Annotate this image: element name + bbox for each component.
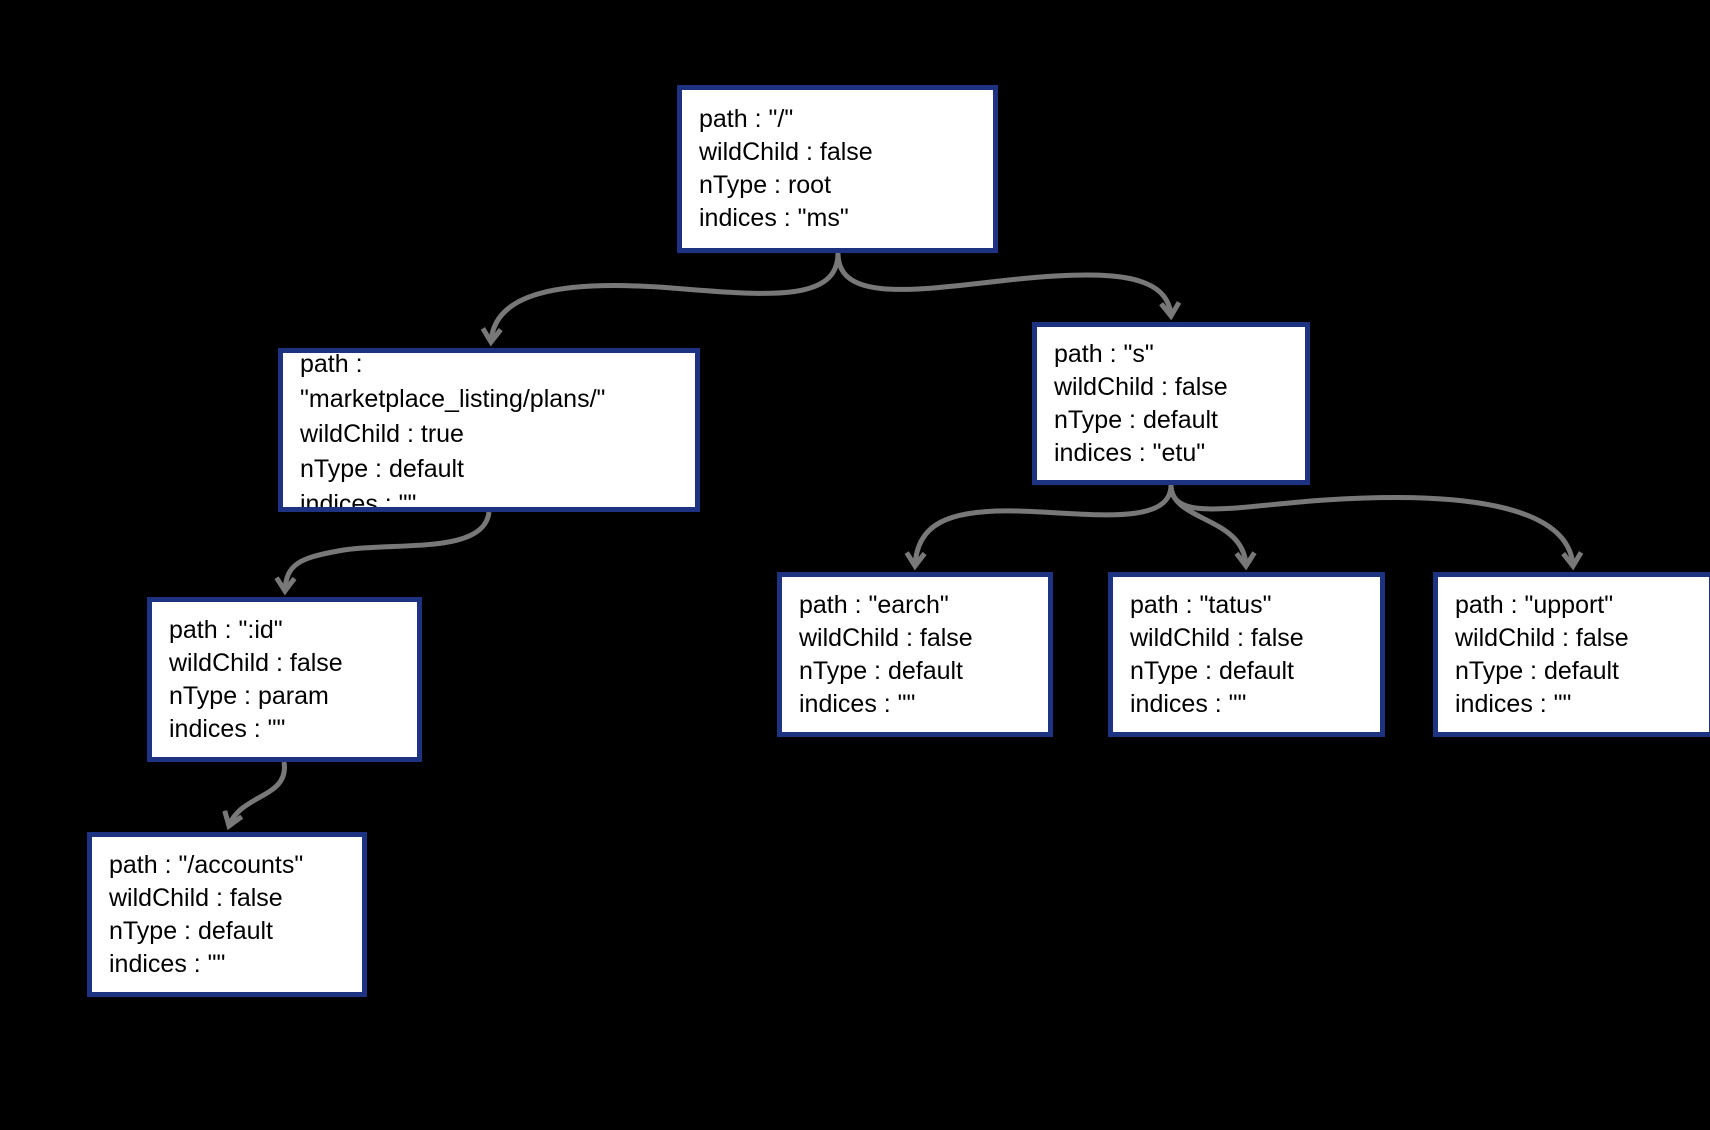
edge-s-to-upport [1168, 484, 1584, 571]
edge-root-to-s [835, 252, 1182, 321]
node-text-line: wildChild : false [1130, 623, 1304, 652]
node-label: path : "/accounts" wildChild : false nType… [109, 849, 362, 981]
node-text-line: path : "upport" [1455, 590, 1614, 619]
node-text-line: nType : default [1130, 656, 1295, 685]
edge-marketplace-to-id [274, 511, 492, 596]
node-label: path : "earch" wildChild : false nType : d… [799, 589, 1048, 721]
tree-node-upport: path : "upport" wildChild : false nType : … [1433, 572, 1710, 737]
node-label: path : "marketplace_listing/plans/" wildCh… [300, 349, 695, 512]
node-text-line: indices : "" [300, 489, 417, 512]
node-text-line: wildChild : false [109, 883, 283, 912]
node-text-line: wildChild : false [1054, 372, 1228, 401]
node-text-line: nType : default [799, 656, 964, 685]
edge-s-to-earch [904, 484, 1174, 571]
node-text-line: wildChild : true [300, 419, 464, 448]
node-text-line: nType : param [169, 681, 329, 710]
tree-node-root: path : "/" wildChild : false nType : root i… [677, 85, 998, 253]
node-text-line: nType : default [300, 454, 465, 483]
node-text-line: indices : "" [1455, 689, 1572, 718]
node-text-line: indices : "etu" [1054, 438, 1206, 467]
node-text-line: path : "earch" [799, 590, 949, 619]
node-label: path : "/" wildChild : false nType : root i… [699, 103, 993, 235]
node-text-line: "marketplace_listing/plans/" [300, 384, 606, 413]
tree-node-earch: path : "earch" wildChild : false nType : d… [777, 572, 1053, 737]
tree-node-s: path : "s" wildChild : false nType : defau… [1032, 322, 1310, 485]
tree-node-accounts: path : "/accounts" wildChild : false nType… [87, 832, 367, 997]
node-text-line: wildChild : false [1455, 623, 1629, 652]
node-text-line: nType : default [1054, 405, 1219, 434]
node-text-line: nType : root [699, 171, 832, 199]
node-text-line: indices : "" [169, 714, 286, 743]
node-text-line: path : ":id" [169, 615, 283, 644]
node-label: path : "s" wildChild : false nType : defau… [1054, 338, 1305, 470]
node-text-line: path : "tatus" [1130, 590, 1272, 619]
node-text-line: wildChild : false [699, 138, 873, 166]
tree-node-tatus: path : "tatus" wildChild : false nType : d… [1108, 572, 1385, 737]
node-text-line: indices : "" [799, 689, 916, 718]
node-label: path : ":id" wildChild : false nType : par… [169, 614, 417, 746]
node-text-line: path : "/" [699, 105, 794, 133]
node-label: path : "upport" wildChild : false nType : … [1455, 589, 1709, 721]
node-text-line: nType : default [109, 916, 274, 945]
edge-s-to-tatus [1168, 484, 1257, 571]
node-text-line: indices : "" [109, 949, 226, 978]
node-text-line: indices : "" [1130, 689, 1247, 718]
node-text-line: path : "s" [1054, 339, 1154, 368]
node-text-line: path : [300, 349, 363, 378]
node-text-line: nType : default [1455, 656, 1620, 685]
edge-root-to-marketplace [480, 252, 841, 347]
node-text-line: indices : "ms" [699, 204, 849, 232]
node-text-line: wildChild : false [169, 648, 343, 677]
node-label: path : "tatus" wildChild : false nType : d… [1130, 589, 1380, 721]
node-text-line: wildChild : false [799, 623, 973, 652]
tree-node-id: path : ":id" wildChild : false nType : par… [147, 597, 422, 762]
edge-id-to-accounts [222, 761, 287, 831]
tree-node-marketplace: path : "marketplace_listing/plans/" wildCh… [278, 348, 700, 512]
node-text-line: path : "/accounts" [109, 850, 304, 879]
